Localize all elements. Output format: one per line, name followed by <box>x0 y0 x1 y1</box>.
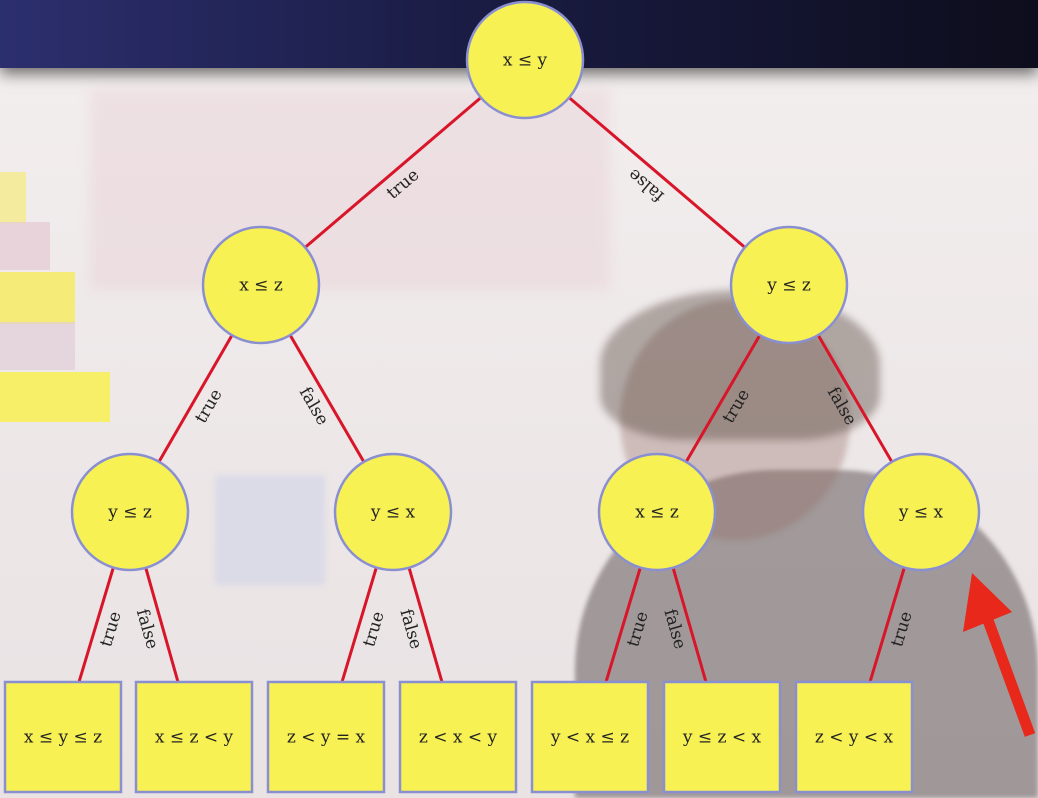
edge-l2-true <box>868 567 906 683</box>
edge-root-false <box>568 96 746 249</box>
edge-l1a-false <box>288 334 366 463</box>
node-circle <box>465 0 585 120</box>
node-circle <box>729 225 849 345</box>
red-arrow <box>963 573 1036 737</box>
level2-node-1: y ≤ z <box>70 452 190 572</box>
node-label: y ≤ z <box>107 503 152 523</box>
level1-node-2: y ≤ z <box>729 225 849 345</box>
edge-label-true: true <box>383 165 423 204</box>
level2-node-2: y ≤ x <box>333 452 453 572</box>
level2-node-3: x ≤ z <box>597 452 717 572</box>
edge-root-true <box>304 96 482 249</box>
edge-l1a-true <box>157 334 234 463</box>
leaf-label: y ≤ z < x <box>682 728 762 748</box>
level2-node-4: y ≤ x <box>861 452 981 572</box>
pink-blur-block <box>0 222 50 270</box>
node-label: y ≤ x <box>898 503 944 523</box>
edge-label-false: false <box>624 164 668 206</box>
leaf-label: z < y = x <box>287 728 366 748</box>
node-label: y ≤ x <box>370 503 416 523</box>
leaf-label: x ≤ y ≤ z <box>24 728 102 748</box>
edge-label-false: false <box>295 384 333 429</box>
pink-blur-block <box>0 322 75 370</box>
yellow-blur-block <box>0 172 26 224</box>
leaf-node-7: z < y < x <box>794 680 914 794</box>
background-decoration <box>215 475 325 585</box>
leaf-node-4: z < x < y <box>398 680 518 794</box>
node-label: x ≤ z <box>635 503 679 523</box>
tree-edges <box>77 96 906 683</box>
leaf-node-5: y < x ≤ z <box>530 680 650 794</box>
leaf-label: y < x ≤ z <box>550 728 629 748</box>
edge-l2-true <box>340 567 378 683</box>
edge-label-false: false <box>823 384 861 429</box>
edge-label-true: true <box>359 609 388 649</box>
edge-label-true: true <box>887 609 916 649</box>
node-circle <box>333 452 453 572</box>
yellow-blur-block <box>0 272 75 324</box>
leaf-node-2: x ≤ z < y <box>134 680 254 794</box>
edge-label-true: true <box>623 609 652 649</box>
leaf-label: z < x < y <box>419 728 498 748</box>
leaf-label: z < y < x <box>815 728 894 748</box>
leaf-box <box>398 680 518 794</box>
edge-label-true: true <box>96 609 125 649</box>
node-label: y ≤ z <box>766 276 811 296</box>
edge-label-true: true <box>719 386 754 427</box>
tree-leaves: x ≤ y ≤ z x ≤ z < y z < y = x z < x < y y < … <box>3 680 914 794</box>
leaf-box <box>794 680 914 794</box>
leaf-box <box>530 680 650 794</box>
node-circle <box>597 452 717 572</box>
leaf-node-1: x ≤ y ≤ z <box>3 680 123 794</box>
leaf-box <box>3 680 123 794</box>
edge-l1b-false <box>816 334 894 463</box>
node-circle <box>70 452 190 572</box>
background-decoration <box>90 90 610 290</box>
node-circle <box>201 225 321 345</box>
edge-l2-false <box>144 567 180 683</box>
edge-l2-false <box>671 567 708 683</box>
edge-l2-true <box>604 567 642 683</box>
leaf-label: x ≤ z < y <box>155 728 234 748</box>
leaf-box <box>266 680 386 794</box>
background-decoration <box>0 68 1038 798</box>
root-node: x ≤ y <box>465 0 585 120</box>
edge-l2-false <box>407 567 444 683</box>
yellow-blur-block <box>0 372 110 422</box>
leaf-node-6: y ≤ z < x <box>662 680 782 794</box>
edge-label-true: true <box>191 386 226 427</box>
node-label: x ≤ y <box>503 51 548 71</box>
node-circle <box>861 452 981 572</box>
leaf-box <box>134 680 254 794</box>
leaf-box <box>662 680 782 794</box>
edge-l2-true <box>77 567 115 683</box>
tree-nodes: x ≤ y x ≤ z y ≤ z y ≤ z y ≤ x x ≤ z y ≤ x <box>70 0 981 572</box>
edge-l1b-true <box>684 334 762 463</box>
leaf-node-3: z < y = x <box>266 680 386 794</box>
node-label: x ≤ z <box>239 276 283 296</box>
level1-node-1: x ≤ z <box>201 225 321 345</box>
